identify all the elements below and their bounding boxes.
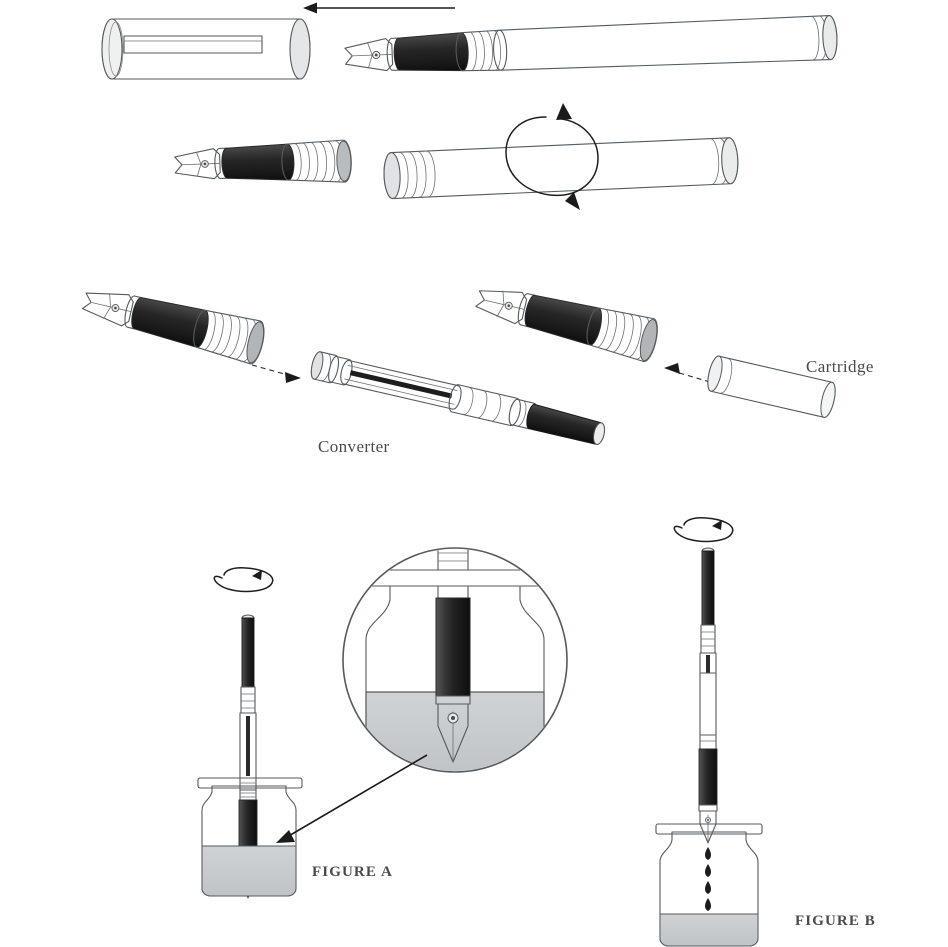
magnifier-callout-arrow (276, 754, 428, 843)
grip-section-zoom (435, 597, 471, 697)
pen-body-capped-off (344, 15, 838, 72)
converter-ink-column (699, 672, 717, 736)
insert-cartridge-arrow (664, 363, 711, 383)
pen-cap (101, 18, 311, 80)
converter-knob (241, 617, 255, 688)
rotate-converter-knob-arrow (213, 567, 274, 593)
nib-icon (81, 292, 134, 327)
pull-cap-arrow (303, 2, 455, 14)
figure-a-caption: FIGURE A (312, 864, 393, 880)
nib-icon-zoom (437, 703, 469, 763)
nib-grip-unit-row2 (174, 139, 352, 183)
rotate-barrel-arrow (505, 103, 599, 210)
rotate-converter-knob-arrow-b (673, 517, 734, 543)
panel-step-2-unscrew-barrel (174, 103, 739, 210)
pen-barrel-row2 (383, 137, 739, 200)
panel-step-3b-insert-cartridge: Cartridge (475, 290, 874, 418)
nib-icon (475, 290, 528, 325)
figure-b-caption: FIGURE B (795, 913, 876, 929)
male-threads (193, 309, 265, 365)
grip-section (524, 294, 603, 346)
nib-grip-unit-cartridge (475, 290, 658, 363)
magnifier-detail-circle (342, 547, 568, 773)
converter (310, 351, 605, 445)
barrel-thread-rings (398, 150, 436, 199)
ink-bottle-fig-b (655, 823, 763, 947)
ink-level (201, 845, 297, 897)
nib-icon (174, 148, 221, 180)
ink-bottle-fig-a (197, 777, 303, 897)
male-threads (281, 139, 352, 183)
panel-figure-b: FIGURE B (655, 517, 876, 947)
nib-icon (699, 810, 717, 844)
nib-grip-unit-converter (81, 292, 265, 365)
converter-label: Converter (318, 437, 390, 456)
panel-figure-a: FIGURE A (197, 547, 568, 899)
ink-cartridge (707, 355, 836, 418)
pen-with-converter-fig-b (698, 547, 718, 844)
male-threads (586, 307, 658, 363)
ink-drops (705, 847, 711, 911)
grip-section (131, 297, 209, 348)
panel-step-1-remove-cap (101, 2, 838, 80)
ink-level-zoom (365, 691, 545, 771)
ink-level (659, 913, 759, 947)
cartridge-label: Cartridge (806, 357, 874, 376)
grip-section (698, 748, 718, 806)
pen-barrel (493, 15, 838, 71)
converter-knob (701, 550, 715, 626)
insert-converter-arrow (251, 364, 301, 383)
nib-icon (344, 38, 394, 72)
panel-step-3a-insert-converter: Converter (81, 292, 605, 456)
